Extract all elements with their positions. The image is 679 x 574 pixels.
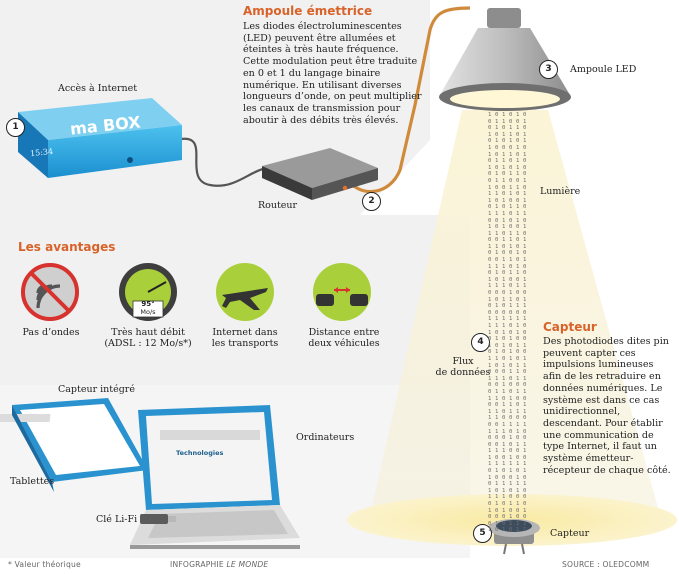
sensor-description: Des photodiodes dites pin peuvent capter… xyxy=(543,336,671,476)
binary-column: 0 1 1 0 1 0 0 1 0 1 1 0 1 0 1 1 0 0 1 0 … xyxy=(495,112,500,534)
data-flow-label: Flux de données xyxy=(434,356,492,378)
sensor-title: Capteur xyxy=(543,320,597,334)
emitter-title: Ampoule émettrice xyxy=(243,4,373,18)
lifi-key xyxy=(140,514,176,524)
internet-box xyxy=(18,98,182,178)
car-distance-icon xyxy=(313,263,371,321)
advantage-vehicles-line1: Distance entre xyxy=(308,327,380,338)
data-flow-line1: Flux xyxy=(452,356,474,367)
data-flow-line2: de données xyxy=(435,367,491,378)
computers-label: Ordinateurs xyxy=(296,432,355,443)
advantage-no-waves: Pas d’ondes xyxy=(8,327,94,338)
marker-4: 4 xyxy=(471,333,490,352)
router-label: Routeur xyxy=(258,200,298,211)
airplane-icon xyxy=(216,263,274,321)
binary-column: 1 1 0 1 0 0 1 1 1 0 1 0 0 1 0 1 1 1 0 1 … xyxy=(502,112,507,534)
marker-2: 2 xyxy=(362,192,381,211)
advantage-no-waves-line1: Pas d’ondes xyxy=(22,327,80,338)
footnote: * Valeur théorique xyxy=(8,560,81,569)
cable-box-router xyxy=(175,137,269,187)
credit-name: LE MONDE xyxy=(226,560,269,569)
marker-5: 5 xyxy=(473,524,492,543)
advantage-high-speed-line2: (ADSL : 12 Mo/s*) xyxy=(104,338,192,349)
internet-access-label: Accès à Internet xyxy=(58,83,138,94)
advantage-high-speed-line1: Très haut débit xyxy=(111,327,185,338)
credit-prefix: INFOGRAPHIE xyxy=(170,560,227,569)
gauge-unit: Mo/s xyxy=(140,308,156,316)
emitter-description: Les diodes électroluminescentes (LED) pe… xyxy=(243,21,422,126)
led-lamp xyxy=(439,8,571,111)
marker-1: 1 xyxy=(6,118,25,137)
sensor-label: Capteur xyxy=(550,528,590,539)
laptop-computer xyxy=(130,405,300,549)
led-bulb-label: Ampoule LED xyxy=(570,64,637,75)
advantage-transport-line2: les transports xyxy=(211,338,279,349)
advantage-transport: Internet dans les transports xyxy=(202,327,288,349)
router-device xyxy=(262,148,378,200)
photodiode-sensor xyxy=(488,519,540,555)
cable-router-lamp xyxy=(342,6,471,194)
light-label: Lumière xyxy=(540,186,581,197)
built-in-sensor-label: Capteur intégré xyxy=(58,384,135,395)
binary-column: 1 0 0 1 0 1 1 0 1 0 0 1 1 1 0 1 0 1 1 0 … xyxy=(488,112,493,534)
binary-column: 0 1 0 1 1 0 1 0 0 0 1 0 1 1 0 1 0 1 0 1 … xyxy=(523,112,528,534)
advantage-transport-line1: Internet dans xyxy=(212,327,278,338)
no-waves-icon xyxy=(21,263,79,321)
advantage-vehicles: Distance entre deux véhicules xyxy=(298,327,390,349)
lifi-key-label: Clé Li-Fi xyxy=(96,514,138,525)
source: SOURCE : OLEDCOMM xyxy=(562,560,650,569)
advantage-vehicles-line2: deux véhicules xyxy=(308,338,380,349)
binary-column: 1 0 1 0 0 1 0 1 1 1 0 1 0 0 1 1 1 0 1 0 … xyxy=(516,112,521,534)
tablets-label: Tablettes xyxy=(10,476,55,487)
advantage-high-speed: Très haut débit (ADSL : 12 Mo/s*) xyxy=(100,327,196,349)
gauge-readout xyxy=(132,300,164,318)
binary-column: 0 0 1 1 1 0 1 0 0 1 0 1 1 0 1 0 0 0 1 1 … xyxy=(509,112,514,534)
advantages-title: Les avantages xyxy=(18,240,116,254)
light-beam xyxy=(370,110,660,515)
gauge-value: 95° xyxy=(141,300,155,308)
screen-header: Technologies xyxy=(176,449,224,457)
credit: INFOGRAPHIE LE MONDE xyxy=(170,560,268,569)
marker-3: 3 xyxy=(539,60,558,79)
tablet-device xyxy=(0,398,148,492)
